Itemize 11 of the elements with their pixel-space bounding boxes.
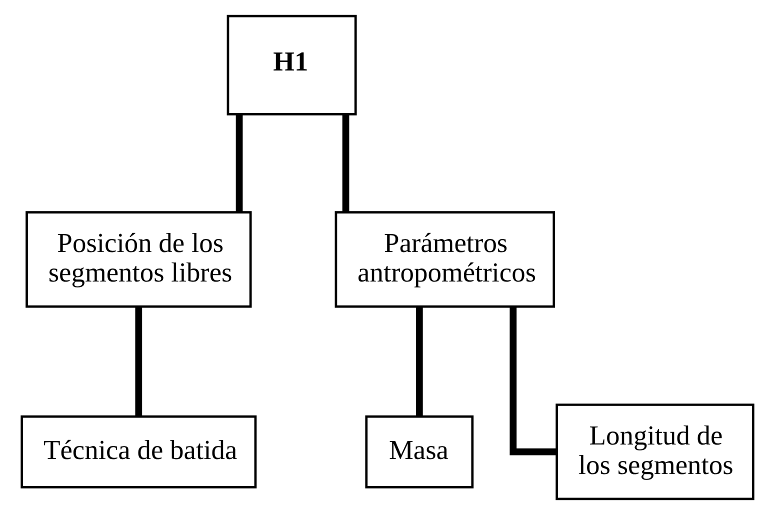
connector [135, 307, 142, 416]
node-box: Longitud de los segmentos [556, 404, 754, 500]
node-box: Parámetros antropométricos [334, 211, 556, 308]
connector [416, 307, 423, 416]
node-box: H1 [226, 14, 357, 116]
node-box: Masa [365, 415, 474, 488]
node-box: Técnica de batida [20, 415, 257, 488]
connector [342, 114, 350, 212]
node-box: Posición de los segmentos libres [26, 211, 252, 308]
connector [236, 114, 243, 212]
connector [510, 307, 556, 456]
